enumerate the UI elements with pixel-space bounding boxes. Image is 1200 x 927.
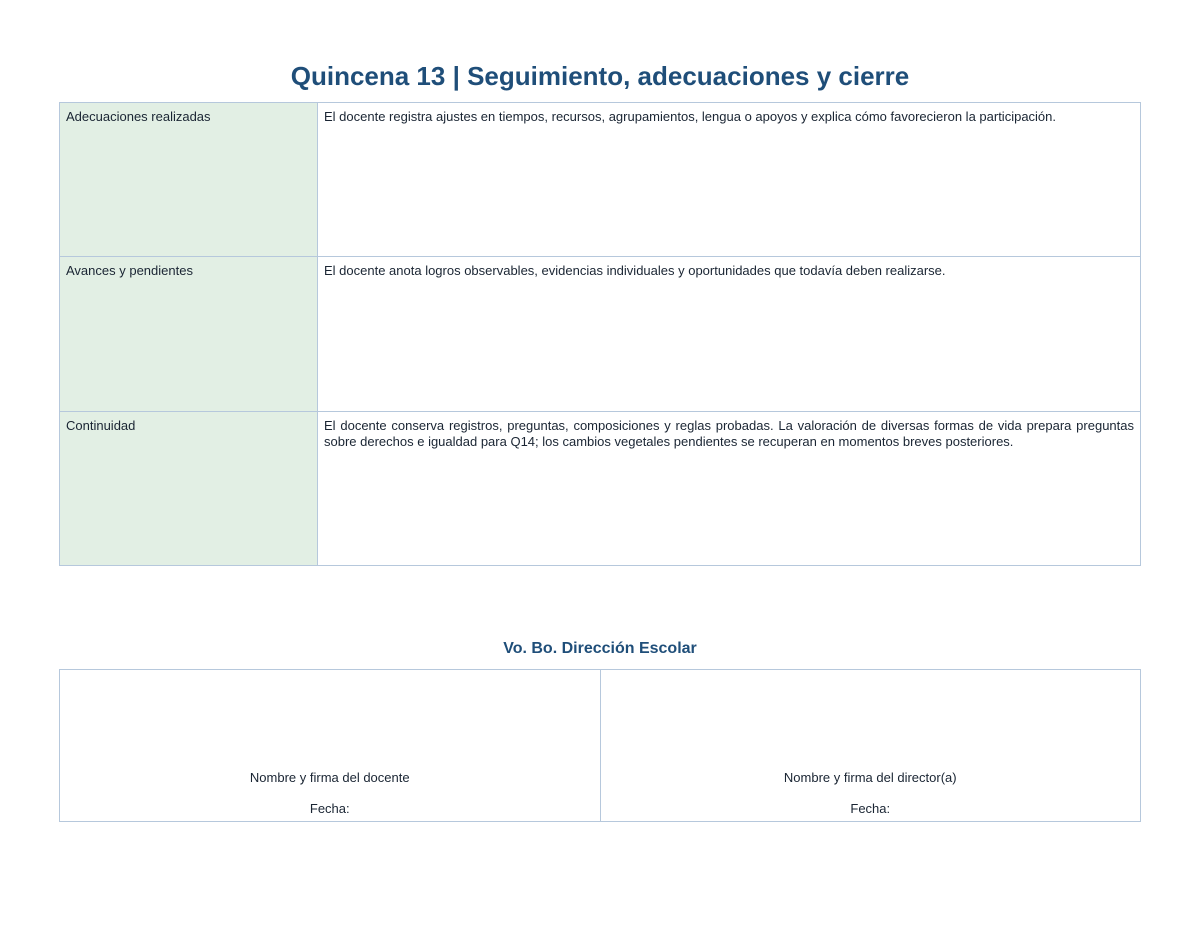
teacher-date-label: Fecha: (309, 801, 350, 816)
table-row: Avances y pendientes El docente anota lo… (59, 256, 1141, 412)
row-label-adecuaciones: Adecuaciones realizadas (59, 101, 318, 258)
row-label-avances: Avances y pendientes (59, 256, 318, 412)
approval-title: Vo. Bo. Dirección Escolar (503, 640, 697, 657)
row-content-continuidad[interactable]: El docente conserva registros, preguntas… (317, 410, 1141, 567)
row-label-continuidad: Continuidad (59, 410, 318, 567)
tracking-table: Adecuaciones realizadas El docente regis… (59, 101, 1141, 567)
row-content-adecuaciones[interactable]: El docente registra ajustes en tiempos, … (317, 101, 1141, 258)
director-signature-cell[interactable]: Nombre y firma del director(a) Fecha: (599, 669, 1141, 822)
row-content-avances[interactable]: El docente anota logros observables, evi… (317, 256, 1141, 412)
table-row: Adecuaciones realizadas El docente regis… (59, 101, 1141, 258)
signature-table: Nombre y firma del docente Fecha: Nombre… (59, 669, 1141, 822)
teacher-signature-cell[interactable]: Nombre y firma del docente Fecha: (59, 669, 601, 822)
signature-row: Nombre y firma del docente Fecha: Nombre… (59, 669, 1141, 822)
director-signature-label: Nombre y firma del director(a) (783, 770, 957, 785)
page-title: Quincena 13 | Seguimiento, adecuaciones … (290, 61, 910, 91)
teacher-signature-label: Nombre y firma del docente (249, 770, 410, 785)
table-row: Continuidad El docente conserva registro… (59, 410, 1141, 567)
director-date-label: Fecha: (850, 801, 891, 816)
